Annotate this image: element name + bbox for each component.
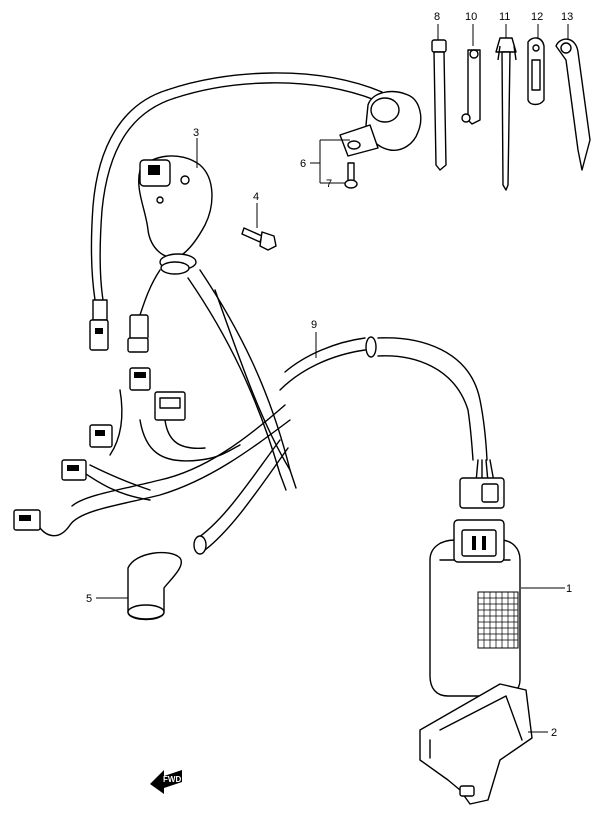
engine-stop-switch: [138, 155, 213, 275]
fwd-label: FWD: [163, 775, 181, 784]
cable-tie-part8: [431, 39, 447, 171]
wiring-harness: [13, 72, 505, 555]
callout-3: 3: [193, 127, 199, 139]
callout-13: 13: [561, 11, 573, 23]
callout-2: 2: [551, 727, 557, 739]
leader-lines: [96, 24, 569, 733]
cap-part5: [127, 551, 182, 621]
clamp-part12: [527, 37, 545, 106]
callout-11: 11: [499, 11, 510, 23]
clamp-part10: [461, 49, 481, 125]
callout-12: 12: [531, 11, 543, 23]
switch-clamp: [339, 90, 422, 157]
clamp-part13: [555, 38, 591, 171]
cable-tie-part11: [495, 37, 517, 191]
callout-5: 5: [86, 593, 92, 605]
callout-9: 9: [311, 319, 317, 331]
bolt-part4: [241, 227, 277, 251]
ecu-unit: [429, 519, 521, 697]
screw-part7: [344, 162, 358, 189]
callout-7: 7: [326, 178, 332, 190]
callout-labels: 1 2 3 4 5 6 7 8 9 10 11 12 13: [86, 11, 573, 739]
callout-1: 1: [566, 583, 572, 595]
callout-4: 4: [253, 191, 259, 203]
forward-direction-arrow: FWD: [150, 770, 182, 794]
callout-6: 6: [300, 158, 306, 170]
ecu-holder: [419, 683, 533, 805]
callout-10: 10: [465, 11, 477, 23]
ecu-hatched-panel: [477, 591, 519, 649]
callout-8: 8: [434, 11, 440, 23]
